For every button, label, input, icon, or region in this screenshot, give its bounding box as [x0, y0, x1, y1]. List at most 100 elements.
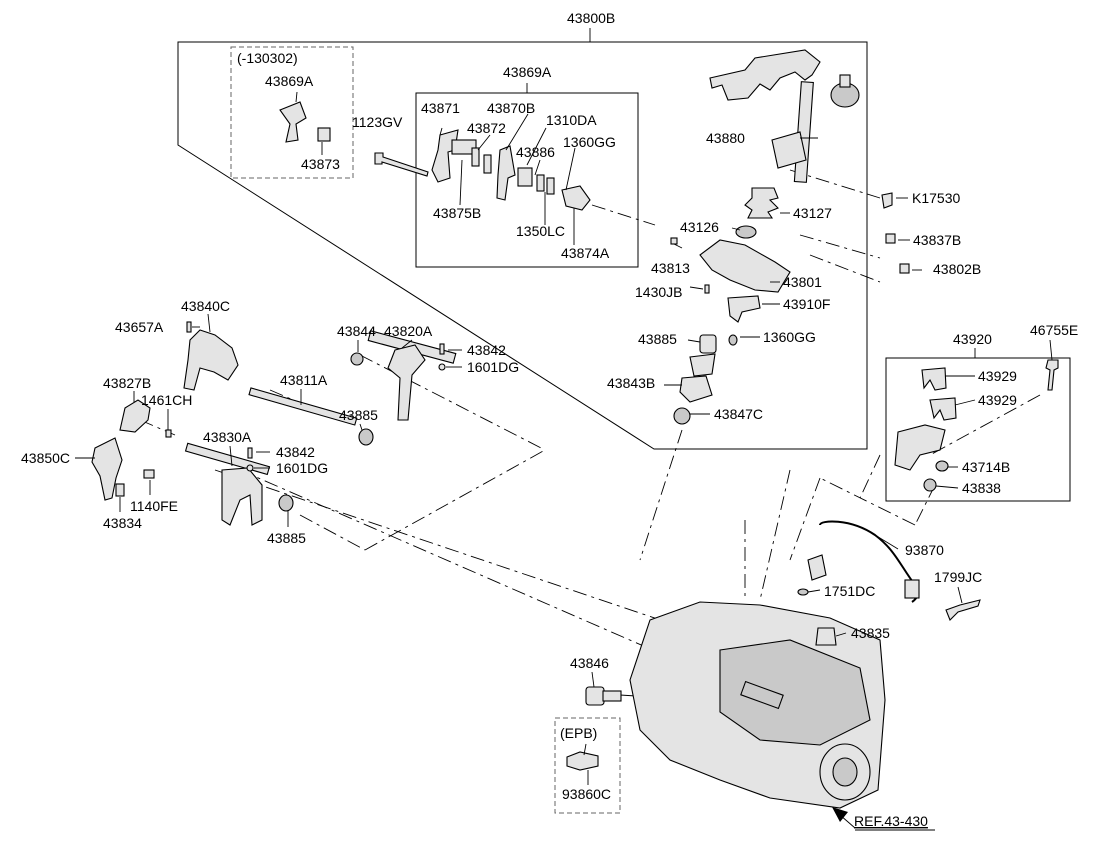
label-1461CH: 1461CH: [141, 392, 192, 408]
label-43871: 43871: [421, 100, 460, 116]
bushing-43885-mid: [358, 428, 374, 446]
plate-43827B: [119, 399, 151, 433]
label-43885-b: 43885: [339, 407, 378, 423]
pin-1461CH: [165, 429, 172, 438]
plate-43834: [115, 483, 125, 497]
label-43800B: 43800B: [567, 10, 615, 26]
pin-43657A: [186, 321, 192, 333]
part-labels: 43800B (-130302) 43869A 43873 43869A 112…: [21, 10, 1078, 829]
bolt-46755E: [1045, 359, 1059, 391]
label-43843B: 43843B: [607, 375, 655, 391]
label-93860C: 93860C: [562, 786, 611, 802]
label-43869A-variant: 43869A: [265, 73, 314, 89]
label-K17530: K17530: [912, 190, 960, 206]
label-43842-b: 43842: [276, 444, 315, 460]
label-43850C: 43850C: [21, 450, 70, 466]
label-43885-c: 43885: [267, 530, 306, 546]
shift-fork-43840C: [183, 329, 239, 391]
label-43910F: 43910F: [783, 296, 830, 312]
bolt-43802B: [899, 263, 910, 274]
label-43873: 43873: [301, 156, 340, 172]
bracket-parts-43920: [894, 367, 957, 492]
plate-43910F: [727, 295, 761, 323]
bolt-1123GV: [374, 152, 429, 177]
switch-93860C: [566, 751, 599, 771]
pin-43842-bottom: [247, 447, 253, 459]
bracket-43843B: [679, 375, 713, 403]
bolt-1140FE: [143, 469, 155, 479]
label-43847C: 43847C: [714, 406, 763, 422]
label-1601DG-a: 1601DG: [467, 359, 519, 375]
label-43657A: 43657A: [115, 319, 164, 335]
bushing-43885-bottom: [278, 494, 294, 512]
rail-43811A: [248, 387, 358, 426]
cap-43873: [317, 127, 331, 142]
label-43842-a: 43842: [467, 342, 506, 358]
label-43834: 43834: [103, 515, 142, 531]
ref-arrow: [832, 807, 848, 822]
label-43830A: 43830A: [203, 429, 252, 445]
label-43929-b: 43929: [978, 392, 1017, 408]
connector-93870: [904, 579, 920, 599]
label-43811A: 43811A: [280, 372, 328, 388]
seal-43126: [735, 225, 757, 239]
label-43714B: 43714B: [962, 459, 1010, 475]
label-43827B: 43827B: [103, 375, 151, 391]
label-93870: 93870: [905, 542, 944, 558]
switch-43846: [585, 686, 622, 706]
ball-1601DG-top: [438, 363, 446, 371]
housing-43801: [699, 239, 791, 293]
label-43872: 43872: [467, 120, 506, 136]
label-43869A: 43869A: [503, 64, 552, 80]
label-43929-a: 43929: [978, 368, 1017, 384]
label-43874A: 43874A: [561, 245, 610, 261]
pin-43813: [670, 237, 678, 245]
label-43127: 43127: [793, 205, 832, 221]
label-43801: 43801: [783, 274, 822, 290]
label-43840C: 43840C: [181, 298, 230, 314]
label-43846: 43846: [570, 655, 609, 671]
label-43837B: 43837B: [913, 232, 961, 248]
bushing-43847C: [673, 407, 691, 425]
label-1751DC: 1751DC: [824, 583, 875, 599]
leader-lines: [75, 91, 1053, 831]
bolt-43837B: [885, 233, 896, 244]
cap-K17530: [881, 192, 893, 209]
selector-parts-43869A: [431, 129, 591, 211]
label-variant-130302: (-130302): [237, 50, 298, 66]
label-43886: 43886: [516, 144, 555, 160]
label-1799JC: 1799JC: [934, 569, 982, 585]
label-43835: 43835: [851, 625, 890, 641]
shift-fork-43830A: [184, 442, 271, 526]
label-1140FE: 1140FE: [130, 498, 178, 514]
label-1430JB: 1430JB: [635, 284, 682, 300]
label-1123GV: 1123GV: [352, 114, 403, 130]
label-43875B: 43875B: [433, 205, 481, 221]
label-43844: 43844: [337, 323, 376, 339]
boot-43127: [744, 187, 779, 219]
label-1601DG-b: 1601DG: [276, 460, 328, 476]
sensor-93870: [807, 554, 827, 581]
label-43802B: 43802B: [933, 261, 981, 277]
label-43885-a: 43885: [638, 331, 677, 347]
label-43820A: 43820A: [384, 323, 433, 339]
label-43870B: 43870B: [487, 100, 535, 116]
bushing-43844: [350, 352, 364, 366]
reference-label[interactable]: REF.43-430: [854, 813, 928, 829]
label-43920: 43920: [953, 331, 992, 347]
label-43126: 43126: [680, 219, 719, 235]
pin-43842-top: [439, 343, 445, 355]
subassembly-frame-43920: [885, 357, 1071, 502]
epb-variant-box: [554, 717, 621, 814]
bolt-1360GG: [728, 334, 738, 346]
label-1360GG-a: 1360GG: [563, 134, 616, 150]
gate-43850C: [91, 437, 123, 501]
bushing-43885-top: [699, 334, 717, 354]
assembly-frame-43800B: [177, 28, 868, 450]
cable-tie-1799JC: [945, 599, 981, 621]
variant-box-130302: [230, 46, 354, 179]
cap-43835: [815, 627, 837, 646]
selector-43869A-variant: [279, 101, 307, 143]
label-1360GG-b: 1360GG: [763, 329, 816, 345]
